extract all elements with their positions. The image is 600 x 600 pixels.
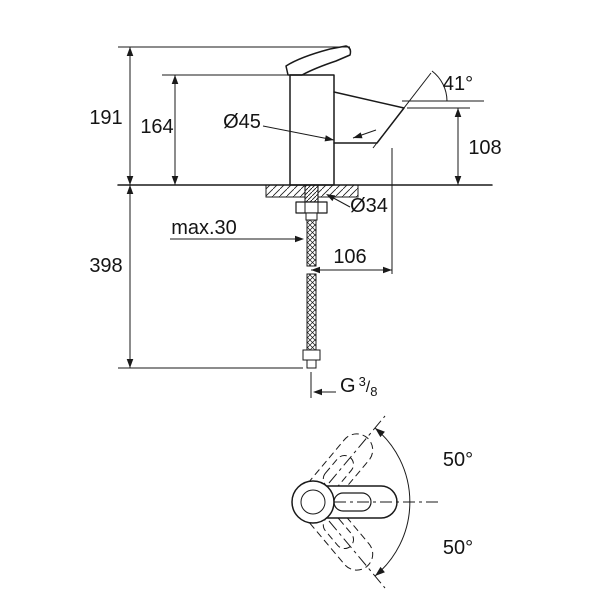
total-height-dim-label: 191	[89, 107, 122, 129]
deck-section-hatch-left	[265, 184, 306, 198]
handle-cap-inner-circle	[300, 489, 326, 515]
spout-projection-dim-label: 106	[333, 246, 366, 268]
mounting-hole-diameter-label: Ø34	[350, 195, 388, 217]
hose-end-tip	[306, 359, 317, 369]
body-diameter-dim-label: Ø45	[223, 111, 261, 133]
swivel-radial-lower	[328, 520, 386, 589]
handle-cap-circle	[291, 480, 335, 524]
lever-handle-side-view	[285, 45, 352, 76]
supply-hose-lower	[306, 273, 317, 351]
swivel-arc-arrow-upper	[375, 428, 385, 438]
hose-end-hex-fitting	[302, 349, 321, 361]
swivel-radial-upper	[328, 415, 386, 484]
swivel-arc-arrow-lower	[375, 566, 385, 576]
swivel-angle-lower-label: 50°	[443, 537, 473, 559]
hose-length-dim-label: 398	[89, 255, 122, 277]
dimension-lines	[129, 47, 459, 368]
spout-angle-dim-label: 41°	[443, 73, 473, 95]
dimension-arrowheads	[126, 47, 462, 396]
hose-connector	[305, 212, 318, 221]
max-mounting-thickness-label: max.30	[171, 217, 237, 239]
swivel-angle-upper-label: 50°	[443, 449, 473, 471]
faucet-spout	[333, 91, 405, 144]
spout-height-dim-label: 108	[468, 137, 501, 159]
faucet-height-dim-label: 164	[140, 116, 173, 138]
swivel-arc	[374, 427, 411, 577]
mounting-nut	[295, 201, 328, 214]
extension-lines	[118, 46, 470, 398]
threaded-shank	[304, 184, 319, 203]
faucet-body	[289, 74, 335, 186]
supply-hose-upper	[306, 219, 317, 267]
